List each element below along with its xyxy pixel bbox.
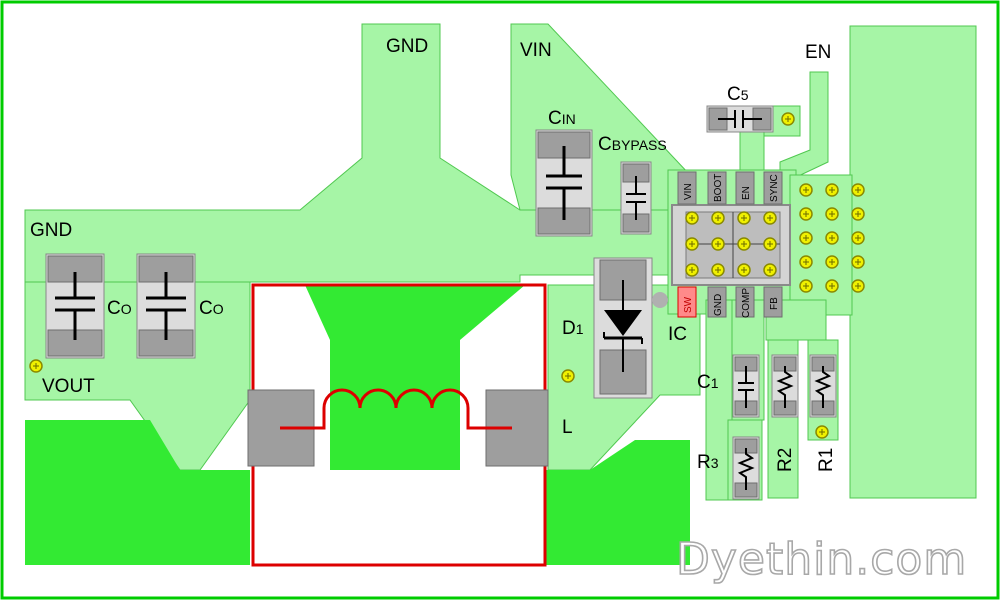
ic-bottom-pins (677, 286, 783, 318)
ic-exposed-pad-plane (789, 174, 853, 316)
via-cross (855, 283, 861, 289)
label-ic: IC (668, 324, 687, 345)
via-cross (855, 235, 861, 241)
via-cross (803, 235, 809, 241)
via-cross (803, 187, 809, 193)
pin-label-vin: VIN (683, 183, 694, 200)
r1-resistor (809, 354, 837, 418)
via-cross (741, 215, 747, 221)
via-cross (33, 363, 39, 369)
pin-label-gnd: GND (713, 294, 724, 316)
pin-label-boot: BOOT (713, 174, 724, 202)
net-label-gnd-left: GND (30, 220, 72, 241)
label-cbypass: CBYPASS (598, 134, 667, 155)
net-label-gnd-top: GND (386, 36, 428, 57)
label-d1: D1 (562, 318, 584, 339)
r2-resistor (771, 354, 799, 418)
net-label-vout: VOUT (42, 376, 95, 397)
via-cross (715, 215, 721, 221)
c1-capacitor (732, 354, 760, 418)
inductor-center-pour (305, 285, 525, 470)
watermark: Dyethin.com (676, 534, 967, 585)
bottom-gnd-pour (25, 420, 250, 565)
via-cross (767, 215, 773, 221)
via-cross (767, 241, 773, 247)
via-cross (803, 211, 809, 217)
via-cross (829, 211, 835, 217)
label-r2: R2 (775, 448, 796, 472)
via-cross (803, 283, 809, 289)
label-r3: R3 (697, 452, 719, 473)
label-r1: R1 (816, 448, 837, 472)
pin-label-sync: SYNC (769, 174, 780, 202)
r3-resistor (732, 436, 760, 500)
ic-pin1-marker (652, 292, 668, 308)
via-cross (829, 283, 835, 289)
vias (29, 112, 865, 439)
label-co2: CO (199, 298, 224, 319)
thermal-plane (849, 25, 977, 499)
label-c5: C5 (727, 84, 749, 105)
net-label-en: EN (805, 42, 831, 63)
net-label-vin: VIN (520, 40, 552, 61)
d1-diode-symbol (603, 280, 643, 372)
pin-label-fb: FB (769, 297, 780, 310)
via-cross (689, 241, 695, 247)
via-cross (715, 267, 721, 273)
pin-label-comp: COMP (741, 288, 752, 318)
via-cross (767, 267, 773, 273)
via-cross (819, 429, 825, 435)
via-cross (785, 116, 791, 122)
via-cross (803, 259, 809, 265)
via-cross (829, 187, 835, 193)
c5-cap-symbol (718, 110, 762, 128)
via-cross (829, 259, 835, 265)
via-cross (741, 267, 747, 273)
via-cross (715, 241, 721, 247)
via-cross (689, 215, 695, 221)
bottom-gnd-pour-right (545, 440, 690, 565)
label-l: L (562, 417, 573, 438)
via-cross (855, 259, 861, 265)
pin-label-sw: SW (683, 296, 694, 313)
inductor-coil-symbol (280, 388, 512, 430)
label-co1: CO (107, 298, 132, 319)
co2-capacitor (136, 253, 196, 359)
label-c1: C1 (697, 372, 719, 393)
cbypass-cap-symbol (626, 176, 646, 220)
via-cross (741, 241, 747, 247)
cin-cap-symbol (546, 146, 582, 220)
via-cross (689, 267, 695, 273)
pin-label-en: EN (741, 186, 752, 200)
co1-capacitor (45, 253, 105, 359)
via-cross (855, 187, 861, 193)
ic-pin-labels: VIN BOOT EN SYNC SW GND COMP FB (683, 174, 780, 318)
label-cin: CIN (548, 108, 576, 129)
via-cross (829, 235, 835, 241)
ic-top-pins (677, 171, 783, 205)
via-cross (855, 211, 861, 217)
via-cross (565, 373, 571, 379)
gnd-plane (24, 23, 701, 283)
